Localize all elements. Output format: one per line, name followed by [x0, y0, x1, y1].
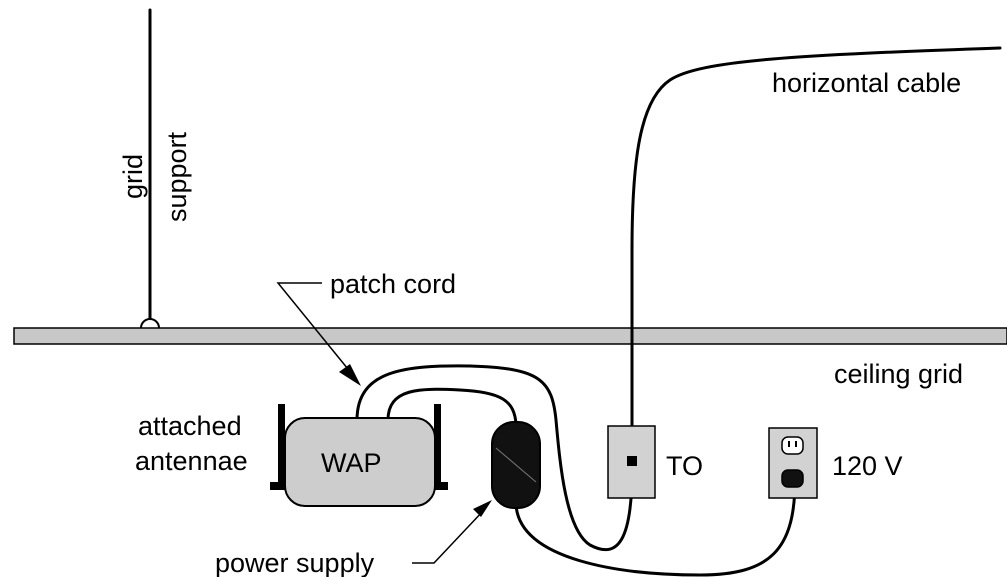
grid-support-hook [140, 318, 160, 329]
power-supply-highlight [495, 447, 537, 483]
support-label: support [162, 131, 192, 222]
ceiling-grid-label: ceiling grid [834, 359, 963, 389]
attached-label: attached [138, 411, 242, 441]
outlet-slot-right [795, 441, 797, 447]
power-outlet-cord [514, 478, 797, 577]
outlet-plug [781, 469, 804, 488]
power-supply-arrow [473, 500, 492, 517]
antenna-left-base [270, 482, 293, 490]
wap-box [284, 417, 436, 507]
patch-cord-arrow [339, 364, 361, 386]
antenna-right [434, 404, 441, 484]
patch-cord [355, 364, 634, 552]
outlet-receptacle-upper [781, 436, 804, 455]
power-supply-leader [412, 509, 485, 564]
wap-label: WAP [321, 448, 382, 478]
antenna-right-base [425, 482, 448, 490]
patch-cord-label: patch cord [330, 269, 456, 299]
voltage-label: 120 V [832, 451, 903, 481]
horizontal-cable-label: horizontal cable [772, 68, 961, 98]
grid-label: grid [118, 154, 148, 199]
outlet-slot-left [788, 441, 790, 447]
wap-power-cord [386, 387, 518, 427]
patch-cord-leader [276, 282, 353, 375]
antennae-label: antennae [135, 446, 248, 476]
to-label: TO [666, 451, 703, 481]
power-supply-label: power supply [215, 548, 375, 577]
ceiling-grid-bar [13, 327, 1007, 345]
horizontal-cable [630, 46, 1002, 460]
antenna-left [278, 404, 285, 484]
telecom-outlet-jack [627, 456, 637, 466]
